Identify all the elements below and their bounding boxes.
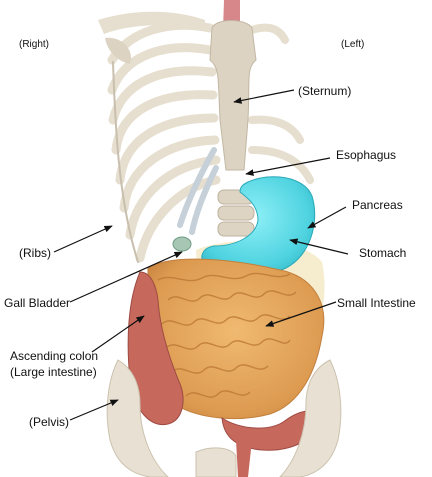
orientation-left-label: (Left) [341,39,365,50]
pelvis-bone [106,359,342,477]
arrow-gall-bladder [69,251,183,303]
arrow-pancreas [307,206,347,229]
arrow-ribs [53,225,113,253]
clavicle [98,11,205,34]
small-intestine-label: Small Intestine [337,296,416,310]
gall-bladder-shape [172,236,192,252]
arrow-sternum [233,89,295,104]
ascending-colon-label-line1: Ascending colon [10,349,99,363]
sternum-label: (Sternum) [298,84,352,98]
orientation-right-label: (Right) [19,39,50,50]
ascending-colon-label-line2: (Large intestine) [10,365,97,379]
arrow-ascending-colon [91,315,145,353]
rectum-shape [236,440,252,477]
pelvis-label: (Pelvis) [29,415,70,429]
arrow-stomach [289,238,349,255]
rib-cage [107,20,314,263]
ascending-colon-shape [127,271,184,426]
esophagus-label: Esophagus [336,148,397,162]
pancreas-label: Pancreas [352,198,403,212]
gall-bladder-label: Gall Bladder [4,296,71,310]
pointer-arrows [53,89,349,421]
ribs-label: (Ribs) [19,246,51,260]
intestine-loops [157,272,297,398]
stomach-label: Stomach [359,246,407,260]
arrow-pelvis [69,399,119,421]
arrow-esophagus [245,157,331,176]
arrow-small-intestine [265,301,337,327]
sternum-bone [209,20,257,171]
scapula [105,37,131,64]
